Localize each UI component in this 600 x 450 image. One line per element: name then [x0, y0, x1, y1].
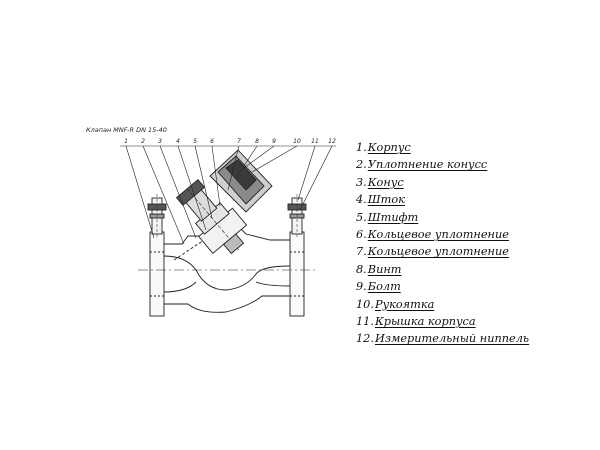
parts-list-item: 8.Винт	[356, 261, 529, 278]
part-label: Измерительный ниппель	[374, 332, 530, 346]
parts-list-item: 2.Уплотнение конусс	[356, 156, 529, 173]
left-flange	[149, 231, 165, 317]
part-label: Кольцевое уплотнение	[367, 227, 509, 241]
parts-list-item: 7.Кольцевое уплотнение	[356, 243, 529, 260]
callout-number: 5	[193, 138, 197, 145]
part-label: Шток	[367, 193, 405, 207]
part-number: 3.	[356, 175, 367, 189]
callout-number: 9	[272, 138, 276, 145]
parts-list-item: 3.Конус	[356, 174, 529, 191]
right-flange	[289, 231, 305, 317]
part-label: Кольцевое уплотнение	[367, 245, 509, 259]
part-number: 10.	[356, 297, 374, 311]
parts-list-item: 1.Корпус	[356, 139, 529, 156]
callout-number: 10	[293, 138, 301, 145]
part-label: Штифт	[367, 210, 419, 224]
part-label: Винт	[367, 262, 402, 276]
part-label: Конус	[367, 175, 404, 189]
parts-list-item: 9.Болт	[356, 278, 529, 295]
bonnet-assembly	[175, 179, 248, 255]
part-label: Уплотнение конусс	[367, 158, 488, 172]
callout-number: 6	[210, 138, 214, 145]
parts-list-item: 10.Рукоятка	[356, 296, 529, 313]
part-number: 11.	[356, 314, 374, 328]
callout-number: 4	[176, 138, 180, 145]
callout-number: 3	[158, 138, 162, 145]
parts-list-item: 6.Кольцевое уплотнение	[356, 226, 529, 243]
parts-list-item: 5.Штифт	[356, 209, 529, 226]
part-number: 12.	[356, 332, 374, 346]
part-label: Корпус	[367, 141, 411, 154]
diagram-caption: Клапан MNF-R DN 15-40	[86, 126, 167, 134]
callout-number: 7	[237, 138, 241, 145]
part-label: Рукоятка	[374, 297, 435, 311]
part-number: 9.	[356, 280, 367, 294]
part-number: 7.	[356, 245, 367, 259]
part-number: 6.	[356, 227, 367, 241]
part-number: 2.	[356, 158, 367, 172]
measuring-nipple-right	[287, 194, 307, 238]
measuring-nipple-left	[147, 194, 167, 238]
parts-list-item: 4.Шток	[356, 191, 529, 208]
parts-list-item: 11.Крышка корпуса	[356, 313, 529, 330]
callout-number: 12	[328, 138, 336, 145]
part-label: Болт	[367, 280, 401, 294]
part-number: 1.	[356, 141, 367, 154]
callout-number: 8	[255, 138, 259, 145]
part-number: 8.	[356, 262, 367, 276]
parts-list-item: 12.Измерительный ниппель	[356, 330, 529, 347]
callout-number: 1	[124, 138, 128, 145]
callout-number: 2	[141, 138, 145, 145]
part-number: 5.	[356, 210, 367, 224]
part-label: Крышка корпуса	[374, 314, 476, 328]
leader-lines	[120, 145, 336, 245]
callout-number: 11	[311, 138, 319, 145]
part-number: 4.	[356, 193, 367, 207]
